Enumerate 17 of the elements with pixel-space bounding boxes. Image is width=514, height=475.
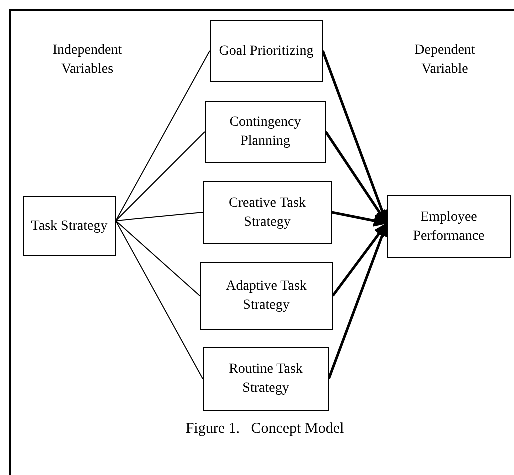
connector-line [116,132,206,222]
process-box: Routine Task Strategy [203,347,329,411]
process-box: Creative Task Strategy [203,181,332,244]
process-box: Task Strategy [23,196,116,256]
connector-line [116,212,204,222]
arrow [332,211,388,227]
connector-line [116,50,210,222]
arrow [332,222,388,297]
process-box: Adaptive Task Strategy [200,262,333,330]
process-box: Contingency Planning [205,101,326,163]
process-box: Employee Performance [387,195,511,258]
process-box: Goal Prioritizing [210,20,323,82]
connector-line [116,220,200,296]
column-heading: Dependent Variable [414,42,476,79]
figure-caption: Figure 1. Concept Model [184,420,346,439]
connector-line [116,220,204,380]
column-heading: Independent Variables [52,42,124,79]
